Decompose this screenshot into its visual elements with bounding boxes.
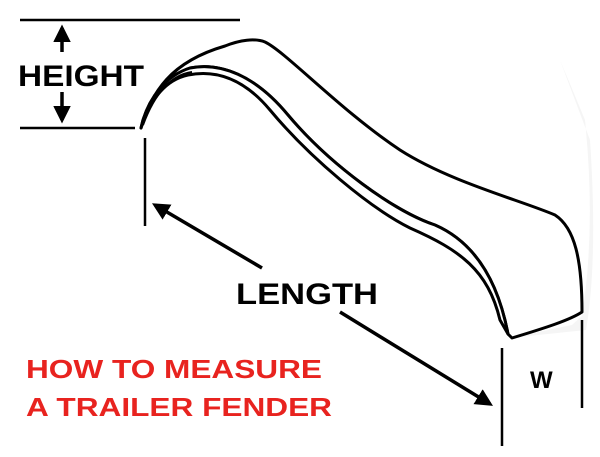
length-dimension: LENGTH [143, 138, 504, 446]
fender-side-wall [139, 65, 510, 336]
title-line-2: A TRAILER FENDER [26, 392, 332, 422]
length-label: LENGTH [236, 278, 378, 311]
length-arrow-right [339, 310, 493, 406]
length-arrow-left [151, 203, 263, 270]
width-label: W [530, 367, 553, 394]
fender-front-edge [142, 71, 193, 126]
width-dimension: W [530, 320, 584, 408]
height-label: HEIGHT [18, 60, 144, 93]
fender-shadow [509, 60, 594, 338]
fender [139, 38, 584, 340]
height-dimension: HEIGHT [18, 18, 240, 130]
title-line-1: HOW TO MEASURE [26, 354, 322, 384]
diagram-title: HOW TO MEASURE A TRAILER FENDER [26, 354, 332, 422]
